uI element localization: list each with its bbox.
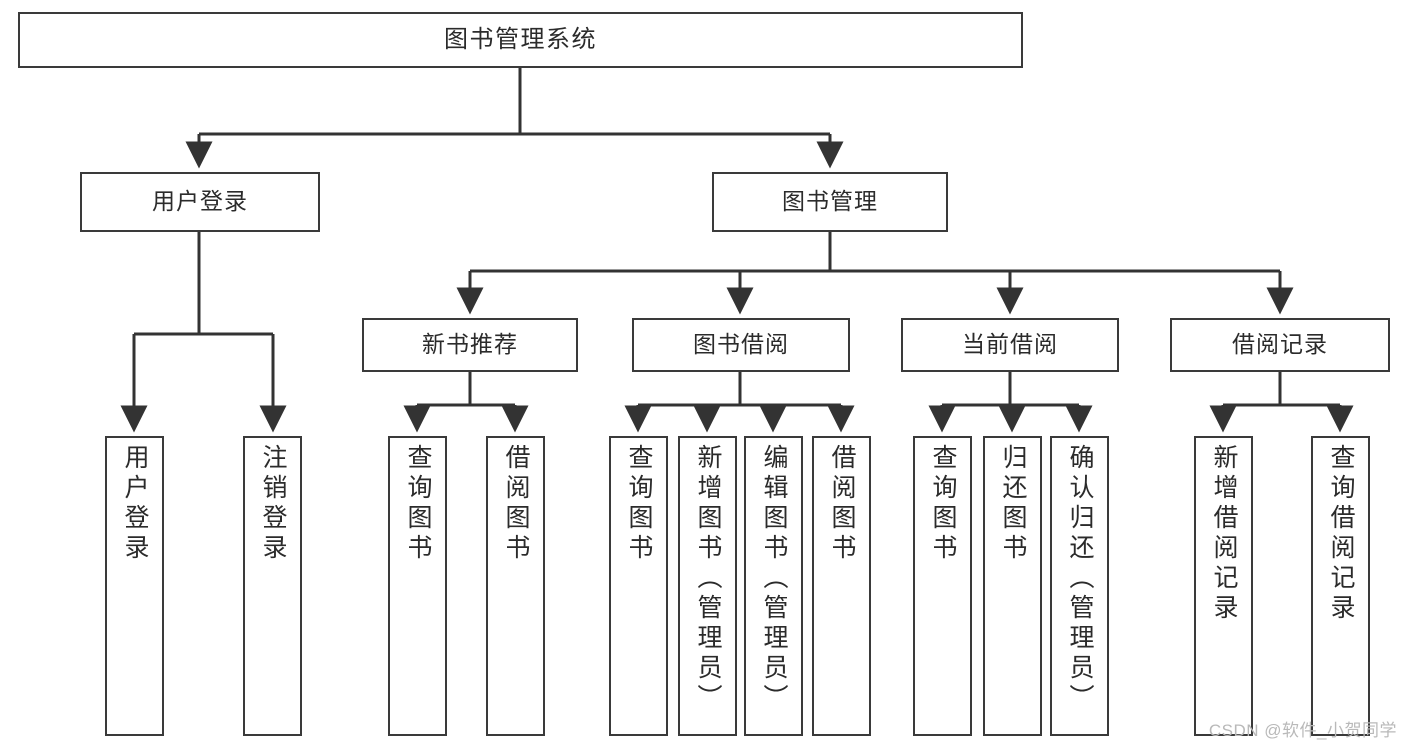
csdn-watermark: CSDN @软件_小贺同学 [1208,721,1397,740]
node-label: 图书管理系统 [444,25,597,53]
leaf-record-add-record[interactable]: 新增借阅记录 [1194,436,1253,736]
leaf-borrow-query-book[interactable]: 查询图书 [609,436,668,736]
leaf-borrow-borrow-book[interactable]: 借阅图书 [812,436,871,736]
node-label: 查询借阅记录 [1327,444,1355,624]
node-label: 归还图书 [999,444,1027,564]
node-user-login[interactable]: 用户登录 [80,172,320,232]
leaf-recommend-query-book[interactable]: 查询图书 [388,436,447,736]
node-book-management[interactable]: 图书管理 [712,172,948,232]
node-label: 借阅记录 [1232,331,1328,358]
leaf-record-query-record[interactable]: 查询借阅记录 [1311,436,1370,736]
node-label: 新增借阅记录 [1210,444,1238,624]
node-label: 查询图书 [404,444,432,564]
node-label: 查询图书 [625,444,653,564]
leaf-user-login-login[interactable]: 用户登录 [105,436,164,736]
node-label: 注销登录 [259,444,287,564]
leaf-borrow-add-book-admin[interactable]: 新增图书（管理员） [678,436,737,736]
leaf-recommend-borrow-book[interactable]: 借阅图书 [486,436,545,736]
leaf-borrow-edit-book-admin[interactable]: 编辑图书（管理员） [744,436,803,736]
node-label: 用户登录 [152,188,248,215]
node-label: 借阅图书 [502,444,530,564]
node-label: 图书借阅 [693,331,789,358]
leaf-current-query-book[interactable]: 查询图书 [913,436,972,736]
leaf-current-return-book[interactable]: 归还图书 [983,436,1042,736]
node-book-borrow[interactable]: 图书借阅 [632,318,850,372]
node-label: 确认归还（管理员） [1066,444,1094,714]
node-label: 编辑图书（管理员） [760,444,788,714]
node-label: 新书推荐 [422,331,518,358]
node-label: 借阅图书 [828,444,856,564]
node-root-system[interactable]: 图书管理系统 [18,12,1023,68]
node-label: 当前借阅 [962,331,1058,358]
node-current-borrow[interactable]: 当前借阅 [901,318,1119,372]
node-label: 查询图书 [929,444,957,564]
leaf-user-login-logout[interactable]: 注销登录 [243,436,302,736]
node-label: 新增图书（管理员） [694,444,722,714]
leaf-current-confirm-return-admin[interactable]: 确认归还（管理员） [1050,436,1109,736]
node-label: 用户登录 [121,444,149,564]
node-borrow-record[interactable]: 借阅记录 [1170,318,1390,372]
node-new-book-recommend[interactable]: 新书推荐 [362,318,578,372]
node-label: 图书管理 [782,188,878,215]
